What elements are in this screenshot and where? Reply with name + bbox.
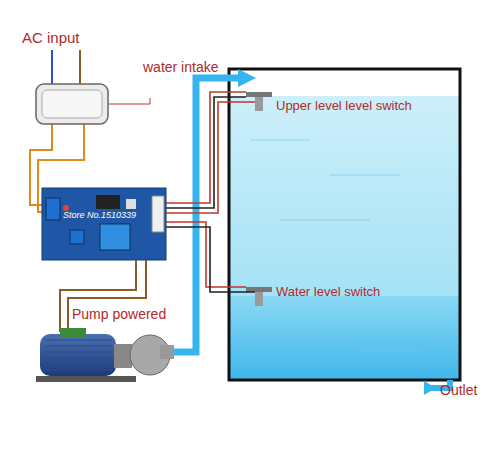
power-module	[36, 84, 108, 124]
switch-label: Upper level level switch	[276, 99, 412, 113]
pump-label: Pump powered	[72, 307, 166, 322]
switch-label: Water level switch	[276, 285, 380, 299]
level-switch	[246, 92, 272, 306]
water-tank	[229, 69, 460, 380]
outlet-label: Outlet	[440, 383, 477, 398]
intake-label: water intake	[143, 60, 218, 75]
controller-board	[42, 188, 166, 260]
sensor-wires	[166, 92, 255, 292]
ac-input-label: AC input	[22, 30, 80, 47]
intake-pipe	[170, 69, 256, 352]
watermark: Store No.1510339	[62, 211, 137, 221]
water-pump	[36, 328, 174, 382]
